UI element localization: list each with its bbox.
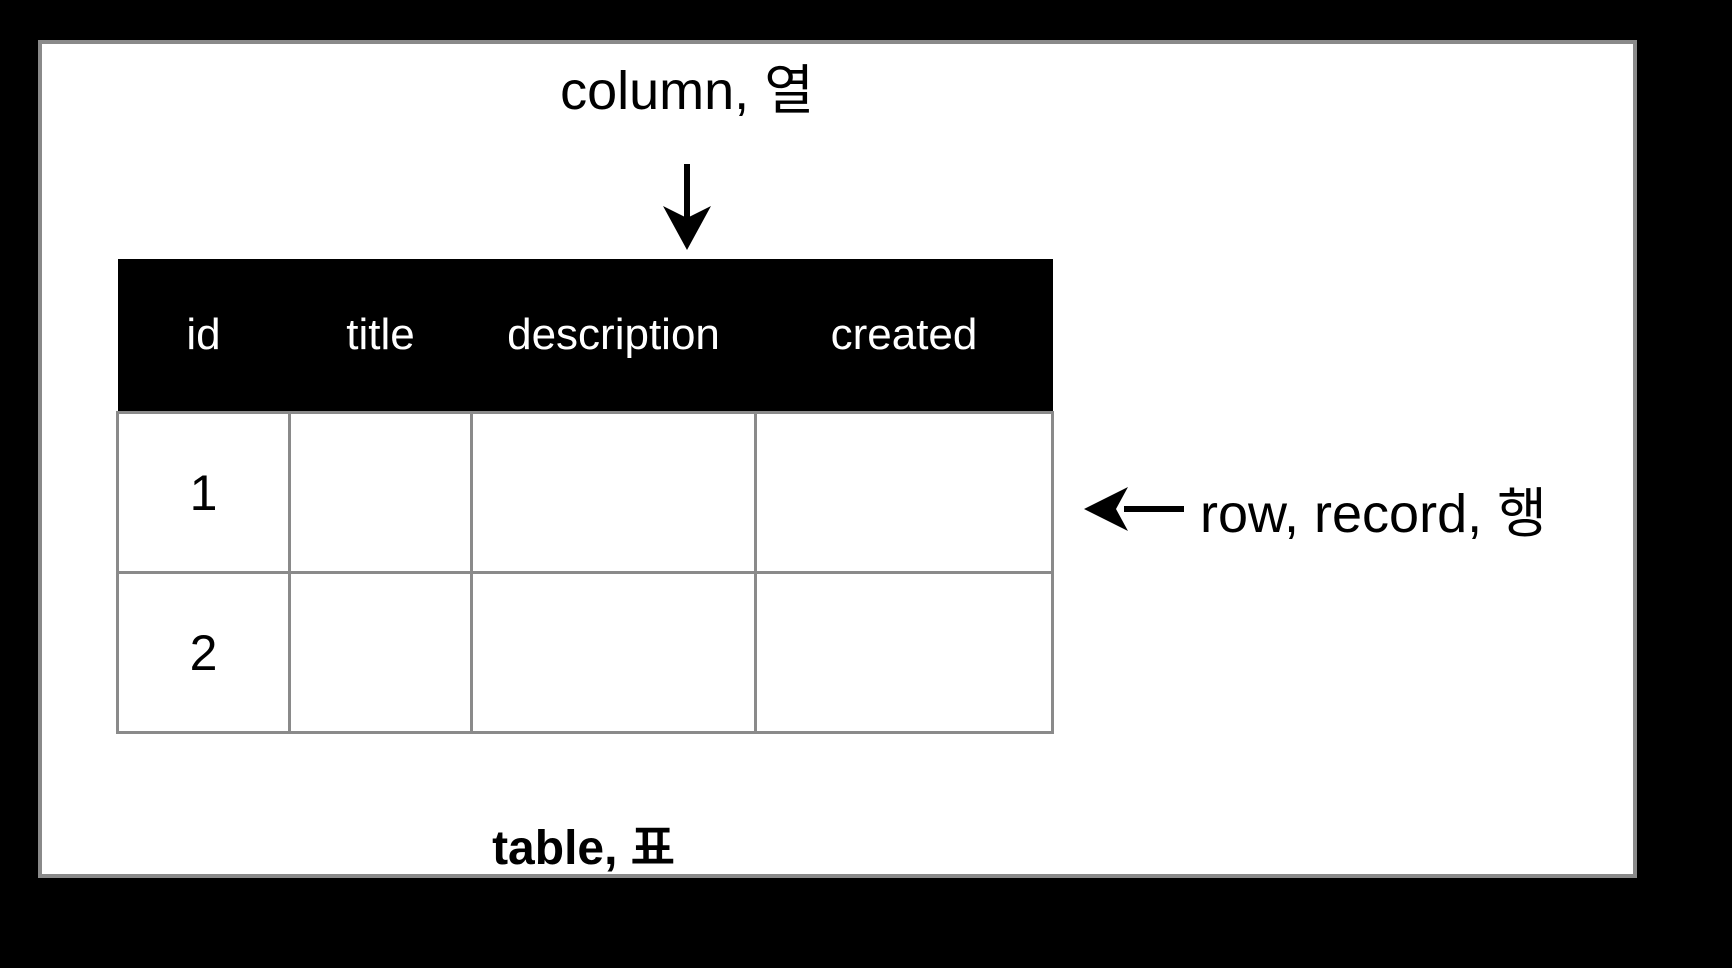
column-header-description: description [507,310,720,359]
cell-id: 2 [116,571,291,734]
arrow-down-icon [647,162,727,252]
cell-id: 1 [116,411,291,574]
row-annotation: row, record, 행 [1082,469,1547,548]
cell-created [754,571,1054,734]
table-row: 1 [116,411,1054,574]
row-annotation-label: row, record, 행 [1200,484,1547,544]
column-header-id: id [186,310,221,359]
arrow-left-icon [1084,486,1184,531]
database-table: id title description created 1 2 [116,259,1054,734]
table-header-row: id title description created [117,259,1053,413]
arrow-down-icon-svg [663,164,711,250]
column-annotation-label: column, 열 [560,61,814,121]
column-header-title: title [346,310,415,359]
diagram-panel: column, 열 id title description created 1 [38,40,1637,878]
table-caption-label: table, 표 [492,822,675,875]
cell-description [470,411,757,574]
cell-created [754,411,1054,574]
table-row: 2 [116,571,1054,734]
column-header-created: created [830,310,978,359]
cell-description [470,571,757,734]
cell-title [288,411,473,574]
cell-title [288,571,473,734]
table-header: id title description created [117,259,1053,413]
table-body: 1 2 [116,411,1054,734]
